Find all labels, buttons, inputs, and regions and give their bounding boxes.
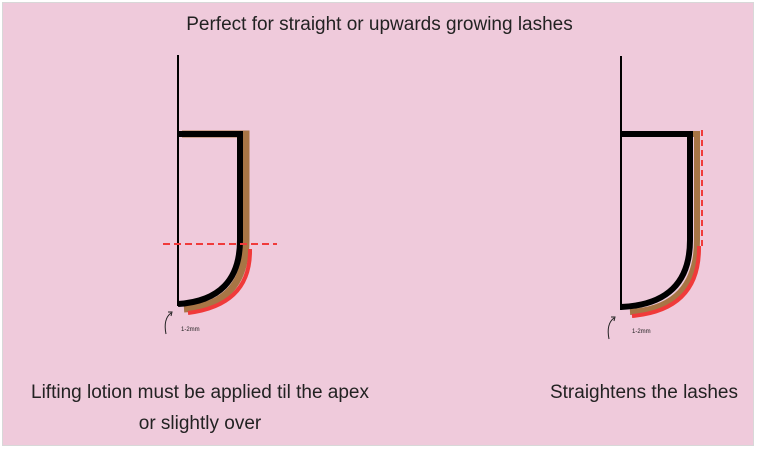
right-rod-shape bbox=[620, 131, 693, 310]
left-rod-shape bbox=[177, 131, 243, 307]
left-measure-arrow bbox=[164, 312, 172, 335]
diagram-panel bbox=[2, 2, 754, 446]
right-measure-label: 1-2mm bbox=[632, 329, 651, 335]
right-lash-shape bbox=[626, 131, 700, 315]
right-caption: Straightens the lashes bbox=[549, 382, 738, 403]
right-lash-figure: 1-2mm bbox=[607, 56, 703, 340]
left-lash-figure: 1-2mm bbox=[163, 55, 277, 335]
left-caption: Lifting lotion must be applied til the a… bbox=[31, 382, 369, 434]
right-measure-arrowhead bbox=[611, 316, 616, 322]
left-lash-shape bbox=[182, 130, 250, 313]
left-measure-arrowhead bbox=[168, 311, 173, 317]
right-measure-arrow bbox=[607, 317, 615, 340]
left-lotion-shape bbox=[187, 248, 253, 315]
diagram-title: Perfect for straight or upwards growing … bbox=[186, 14, 573, 35]
left-measure-label: 1-2mm bbox=[181, 327, 200, 333]
right-lotion-shape bbox=[631, 245, 702, 318]
